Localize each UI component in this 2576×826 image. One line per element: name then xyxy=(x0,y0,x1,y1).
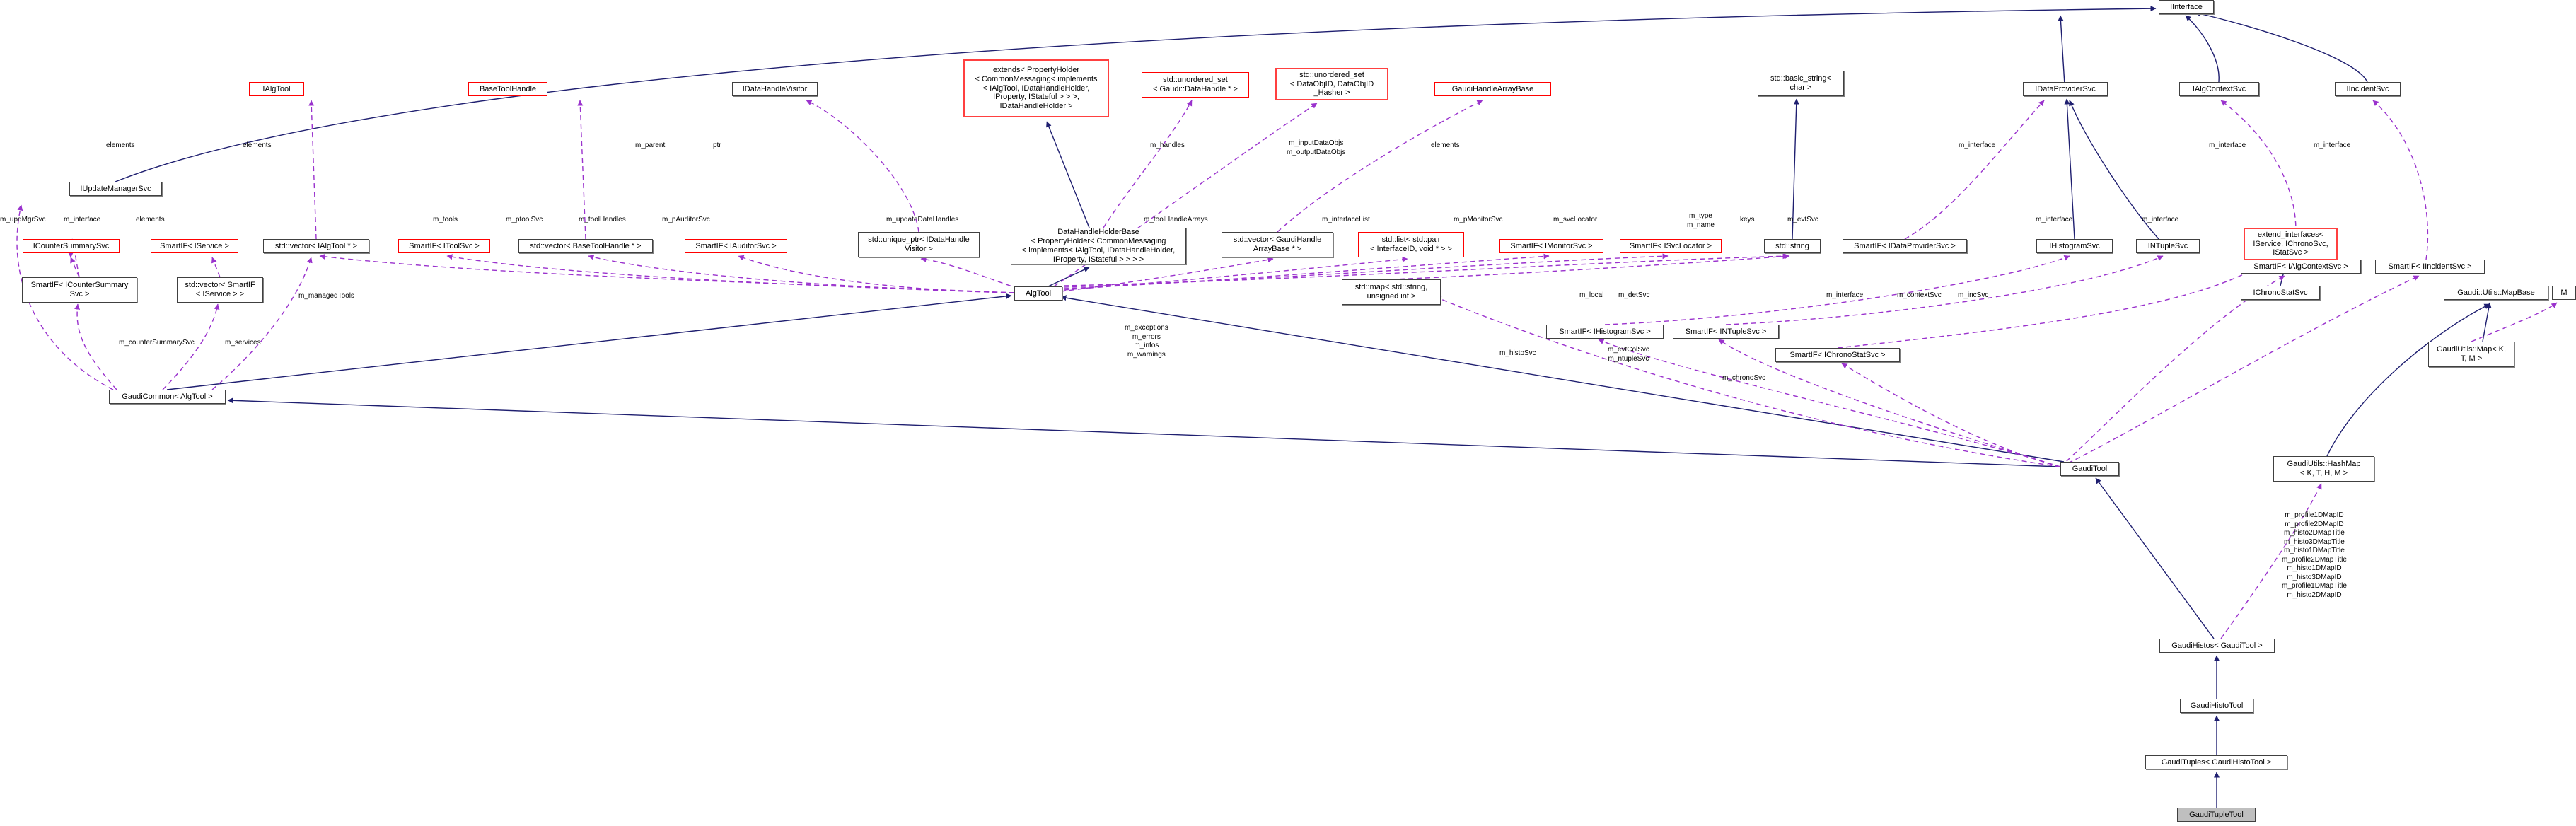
class-node-gaudi-utils-mapbase[interactable]: Gaudi::Utils::MapBase xyxy=(2444,286,2548,300)
class-node-unordered-set-dataobjid[interactable]: std::unordered_set < DataObjID, DataObjI… xyxy=(1275,68,1388,100)
edge-label: elements xyxy=(136,216,165,223)
edge-label: m_histoSvc xyxy=(1499,349,1536,357)
edge-label: m_counterSummarySvc xyxy=(119,339,195,347)
class-node-smartif-ichronostatsvc[interactable]: SmartIF< IChronoStatSvc > xyxy=(1775,348,1900,362)
class-node-idatahandlevisitor[interactable]: IDataHandleVisitor xyxy=(732,82,818,96)
class-node-gauditool[interactable]: GaudiTool xyxy=(2060,462,2119,476)
class-node-iinterface[interactable]: IInterface xyxy=(2159,0,2214,14)
edge-label: m_evtSvc xyxy=(1787,216,1818,223)
edge-label: m_managedTools xyxy=(298,292,354,300)
class-node-gaudiutils-map[interactable]: GaudiUtils::Map< K, T, M > xyxy=(2428,342,2514,367)
edge-label: m_ptoolSvc xyxy=(506,216,543,223)
class-node-iupdatemanagersvc[interactable]: IUpdateManagerSvc xyxy=(69,182,162,196)
class-node-datahandleholderbase[interactable]: DataHandleHolderBase < PropertyHolder< C… xyxy=(1011,228,1186,264)
class-node-extends-propertyholder[interactable]: extends< PropertyHolder < CommonMessagin… xyxy=(963,59,1109,117)
class-node-gaudihandlearraybase[interactable]: GaudiHandleArrayBase xyxy=(1434,82,1551,96)
edge-label: m_local xyxy=(1579,291,1604,299)
class-node-icountersummarysvc[interactable]: ICounterSummarySvc xyxy=(23,239,120,253)
edge-label: keys xyxy=(1740,216,1755,223)
edge-label: m_services xyxy=(225,339,261,347)
class-node-gaudituples-gaudihistotool[interactable]: GaudiTuples< GaudiHistoTool > xyxy=(2145,755,2287,769)
edge-label: m_interface xyxy=(2142,216,2179,223)
class-node-smartif-iauditorsvc[interactable]: SmartIF< IAuditorSvc > xyxy=(685,239,787,253)
edge-label: m_detSvc xyxy=(1618,291,1650,299)
class-node-map-string-uint[interactable]: std::map< std::string, unsigned int > xyxy=(1342,279,1441,305)
edge-label: m_toolHandleArrays xyxy=(1144,216,1208,223)
edge-label: m_pAuditorSvc xyxy=(662,216,710,223)
edge-label: m_svcLocator xyxy=(1553,216,1598,223)
class-node-smartif-iincidentsvc[interactable]: SmartIF< IIncidentSvc > xyxy=(2375,260,2485,274)
edge-label: m_interface xyxy=(2036,216,2073,223)
edge-label: m_chronoSvc xyxy=(1722,374,1766,382)
edge-label: elements xyxy=(243,141,272,149)
class-node-smartif-icountersummarysvc[interactable]: SmartIF< ICounterSummary Svc > xyxy=(22,277,137,303)
edge-label: m_interface xyxy=(64,216,101,223)
class-node-ialgcontextsvc[interactable]: IAlgContextSvc xyxy=(2179,82,2259,96)
edge-label: m_evtColSvc m_ntupleSvc xyxy=(1608,346,1649,363)
class-node-unordered-set-datahandle[interactable]: std::unordered_set < Gaudi::DataHandle *… xyxy=(1142,72,1249,98)
edge-label: m_updateDataHandles xyxy=(886,216,959,223)
edge-label: m_tools xyxy=(433,216,458,223)
edge-label: m_interface xyxy=(2314,141,2351,149)
class-node-gaudihistotool[interactable]: GaudiHistoTool xyxy=(2180,699,2253,713)
class-node-gaudihistos-gauditool[interactable]: GaudiHistos< GaudiTool > xyxy=(2159,639,2275,653)
usage-edges xyxy=(16,100,2558,639)
edge-label: ptr xyxy=(713,141,721,149)
class-node-intuplesvc[interactable]: INTupleSvc xyxy=(2136,239,2200,253)
edge-label: m_interfaceList xyxy=(1322,216,1370,223)
class-node-m-node[interactable]: M xyxy=(2552,286,2576,300)
edge-label: m_profile1DMapID m_profile2DMapID m_hist… xyxy=(2282,511,2347,599)
class-node-basetoolhandle[interactable]: BaseToolHandle xyxy=(468,82,547,96)
edge-label: m_contextSvc xyxy=(1897,291,1942,299)
edge-label: m_interface xyxy=(1959,141,1996,149)
edge-label: m_handles xyxy=(1150,141,1185,149)
class-node-smartif-iservice[interactable]: SmartIF< IService > xyxy=(151,239,238,253)
class-node-unique-ptr-idatahandlevisitor[interactable]: std::unique_ptr< IDataHandle Visitor > xyxy=(858,232,980,257)
edge-label: m_type m_name xyxy=(1687,212,1715,229)
class-node-idataprovidersvc[interactable]: IDataProviderSvc xyxy=(2023,82,2108,96)
class-node-algtool[interactable]: AlgTool xyxy=(1014,286,1062,301)
class-node-ihistogramsvc[interactable]: IHistogramSvc xyxy=(2036,239,2113,253)
edge-label: m_incSvc xyxy=(1958,291,1989,299)
edge-label: m_exceptions m_errors m_infos m_warnings xyxy=(1125,324,1168,359)
class-node-smartif-intuplesvc[interactable]: SmartIF< INTupleSvc > xyxy=(1673,325,1779,339)
class-node-vector-ialgtool[interactable]: std::vector< IAlgTool * > xyxy=(263,239,369,253)
edge-label: elements xyxy=(1431,141,1460,149)
class-node-gaudicommon-algtool[interactable]: GaudiCommon< AlgTool > xyxy=(109,390,226,404)
class-node-iincidentsvc[interactable]: IIncidentSvc xyxy=(2335,82,2401,96)
edge-label: m_pMonitorSvc xyxy=(1454,216,1503,223)
class-node-std-string[interactable]: std::string xyxy=(1764,239,1821,253)
class-node-smartif-ihistogramsvc[interactable]: SmartIF< IHistogramSvc > xyxy=(1546,325,1664,339)
class-node-ichronostatsvc[interactable]: IChronoStatSvc xyxy=(2241,286,2320,300)
class-node-basic-string-char[interactable]: std::basic_string< char > xyxy=(1758,71,1844,96)
class-node-smartif-imonitorsvc[interactable]: SmartIF< IMonitorSvc > xyxy=(1499,239,1603,253)
edge-label: m_parent xyxy=(635,141,666,149)
class-node-smartif-isvclocator[interactable]: SmartIF< ISvcLocator > xyxy=(1620,239,1722,253)
class-node-extend-interfaces[interactable]: extend_interfaces< IService, IChronoSvc,… xyxy=(2244,228,2338,260)
class-node-list-pair-interfaceid[interactable]: std::list< std::pair < InterfaceID, void… xyxy=(1358,232,1464,257)
class-node-vector-gaudihandlearraybase[interactable]: std::vector< GaudiHandle ArrayBase * > xyxy=(1222,232,1333,257)
edge-label: m_inputDataObjs m_outputDataObjs xyxy=(1287,139,1346,156)
edge-label: m_interface xyxy=(1826,291,1864,299)
edge-label: m_updMgrSvc xyxy=(0,216,46,223)
class-node-gaudiutils-hashmap[interactable]: GaudiUtils::HashMap < K, T, H, M > xyxy=(2273,456,2374,482)
inheritance-edges xyxy=(115,6,2492,808)
class-node-gauditupletool[interactable]: GaudiTupleTool xyxy=(2177,808,2256,822)
class-node-vector-basetoolhandle[interactable]: std::vector< BaseToolHandle * > xyxy=(518,239,653,253)
edge-label: m_toolHandles xyxy=(579,216,626,223)
class-node-smartif-itoolsvc[interactable]: SmartIF< IToolSvc > xyxy=(398,239,490,253)
class-node-smartif-ialgcontextsvc[interactable]: SmartIF< IAlgContextSvc > xyxy=(2241,260,2361,274)
class-node-vector-smartif-iservice[interactable]: std::vector< SmartIF < IService > > xyxy=(177,277,263,303)
edge-label: elements xyxy=(106,141,135,149)
edge-label: m_interface xyxy=(2209,141,2246,149)
class-node-smartif-idataprovidersvc[interactable]: SmartIF< IDataProviderSvc > xyxy=(1843,239,1967,253)
class-node-ialgtool[interactable]: IAlgTool xyxy=(249,82,304,96)
